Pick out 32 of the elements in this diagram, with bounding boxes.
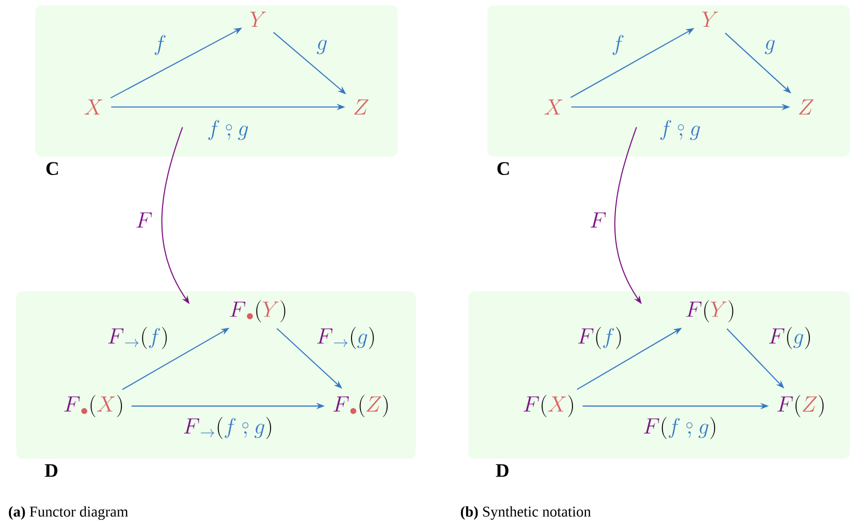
object-label: $\textcolor[HTML]{7D1185}{F}(\textcolor[HTML]{D95F5F}{Y})$	[686, 300, 734, 322]
edge-label: $\textcolor[HTML]{7D1185}{F}_{\textcolor[HTML]{3577C4}{\to}}(\textcolor[HTML]{3577C4}{g})$	[317, 326, 374, 350]
node-label: C	[46, 162, 58, 176]
node-label: D	[44, 464, 58, 477]
object-label: $\textcolor[HTML]{D95F5F}{Y}$	[702, 12, 718, 27]
edge-label: $\textcolor[HTML]{3577C4}{g}$	[316, 40, 327, 54]
edge-label: $\textcolor[HTML]{7D1185}{F}_{\textcolor[HTML]{3577C4}{\to}}(\textcolor[HTML]{3577C4}{f \mathbin{\stackrel{\circ}{,}} g})$	[184, 416, 272, 440]
subfigure-caption: (a) Functor diagram	[8, 506, 128, 520]
edge-label: $\textcolor[HTML]{7D1185}{F}(\textcolor[HTML]{3577C4}{f})$	[578, 326, 621, 350]
edge-label: $\textcolor[HTML]{7D1185}{F}(\textcolor[HTML]{3577C4}{f \mathbin{\stackrel{\circ}{,}} g})$	[644, 416, 716, 440]
edge-label: $\textcolor[HTML]{7D1185}{F}$	[590, 212, 606, 228]
node-label: D	[496, 464, 508, 477]
edge-label: $\textcolor[HTML]{3577C4}{f \mathbin{\stackrel{\circ}{,}} g}$	[660, 120, 700, 140]
object-label: $\textcolor[HTML]{7D1185}{F}_{\textcolor[HTML]{D95F5F}{\bullet}}(\textcolor[HTML]{D95F5F}{Z})$	[334, 395, 388, 418]
object-label: $\textcolor[HTML]{7D1185}{F}_{\textcolor[HTML]{D95F5F}{\bullet}}(\textcolor[HTML]{D95F5F}{X})$	[64, 395, 122, 418]
edge-label: $\textcolor[HTML]{7D1185}{F}_{\textcolor[HTML]{3577C4}{\to}}(\textcolor[HTML]{3577C4}{f})$	[108, 326, 167, 350]
object-label: $\textcolor[HTML]{7D1185}{F}(\textcolor[HTML]{D95F5F}{Z})$	[778, 395, 824, 418]
object-label: $\textcolor[HTML]{D95F5F}{Z}$	[799, 99, 814, 115]
object-label: $\textcolor[HTML]{D95F5F}{Y}$	[250, 12, 266, 27]
object-label: $\textcolor[HTML]{D95F5F}{X}$	[544, 99, 562, 115]
edge-label: $\textcolor[HTML]{7D1185}{F}(\textcolor[HTML]{3577C4}{g})$	[769, 326, 810, 350]
edge-label: $\textcolor[HTML]{3577C4}{f \mathbin{\stackrel{\circ}{,}} g}$	[208, 120, 248, 140]
edge-label: $\textcolor[HTML]{7D1185}{F}$	[136, 212, 152, 228]
node-label: C	[497, 162, 509, 176]
edge-label: $\textcolor[HTML]{3577C4}{f}$	[612, 34, 624, 56]
subfigure-caption: (b) Synthetic notation	[460, 506, 591, 520]
edge-label: $\textcolor[HTML]{3577C4}{f}$	[154, 34, 166, 56]
object-label: $\textcolor[HTML]{D95F5F}{Z}$	[354, 99, 369, 115]
object-label: $\textcolor[HTML]{7D1185}{F}(\textcolor[HTML]{D95F5F}{X})$	[524, 395, 573, 418]
object-label: $\textcolor[HTML]{7D1185}{F}_{\textcolor[HTML]{D95F5F}{\bullet}}(\textcolor[HTML]{D95F5F}{Y})$	[230, 300, 286, 322]
edge-label: $\textcolor[HTML]{3577C4}{g}$	[764, 40, 775, 54]
object-label: $\textcolor[HTML]{D95F5F}{X}$	[84, 99, 102, 115]
